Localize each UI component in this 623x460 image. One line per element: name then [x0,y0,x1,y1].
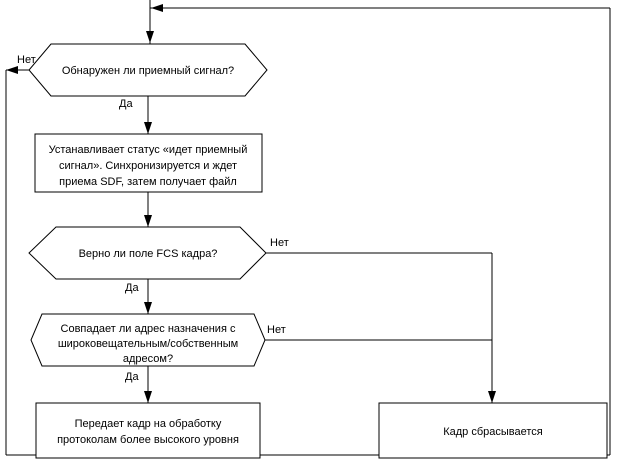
process-pass-up-line-2: протоколам более высокого уровня [57,434,239,446]
fcs-no-label: Нет [270,237,289,249]
decision-fcs-text: Верно ли поле FCS кадра? [79,248,218,260]
signal-yes-label: Да [119,98,133,110]
top-entry-arrowhead [146,31,154,43]
process-receive-line-2: сигнал». Синхронизируется и ждет [59,160,237,172]
process-pass-up-line-1: Передает кадр на обработку [75,418,222,430]
signal-yes-arrowhead [144,122,152,134]
decision-address [30,313,266,367]
address-yes-label: Да [125,371,139,383]
decision-address-line-3: адресом? [123,353,173,365]
address-yes-arrowhead [144,391,152,403]
loop-return-top-arrowhead [151,4,163,12]
process-discard-frame [378,402,608,459]
fcs-yes-arrowhead [144,302,152,314]
decision-signal-detected-text: Обнаружен ли приемный сигнал? [62,65,234,77]
decision-address-line-1: Совпадает ли адрес назначения с [61,323,236,335]
process-receive-line-1: Устанавливает статус «идет приемный [49,144,248,156]
process-receive-line-3: приема SDF, затем получает файл [59,176,237,188]
decision-address-line-2: широковещательным/собственным [58,338,238,350]
decision-fcs [28,226,267,280]
process-discard-text: Кадр сбрасывается [443,426,543,438]
signal-no-arrowhead [6,66,18,74]
receive-to-fcs-arrowhead [144,215,152,227]
signal-no-label: Нет [17,54,36,66]
process-pass-up-frame [35,402,261,459]
fcs-yes-label: Да [125,282,139,294]
address-no-label: Нет [267,324,286,336]
fcs-no-arrowhead [488,391,496,403]
